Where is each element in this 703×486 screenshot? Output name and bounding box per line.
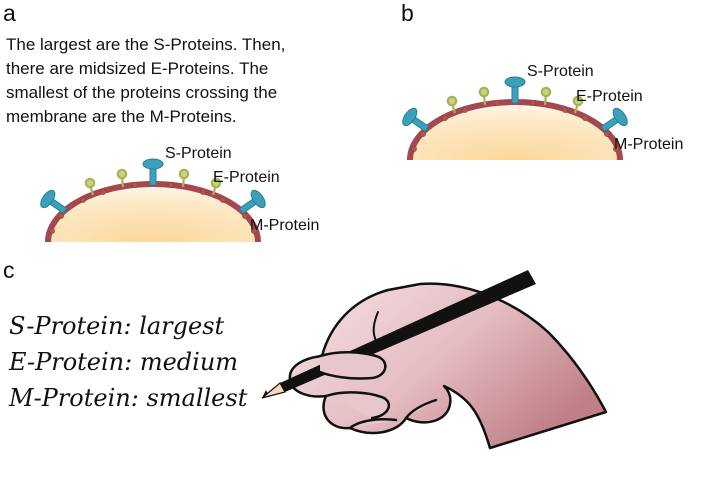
description-line: there are midsized E-Proteins. The <box>6 59 269 78</box>
panel-a-description: The largest are the S-Proteins. Then, th… <box>6 33 351 129</box>
m-protein-label-b: M-Protein <box>614 136 683 153</box>
s-protein-label-a: S-Protein <box>165 145 232 162</box>
s-protein-label-b: S-Protein <box>527 63 594 80</box>
panel-label-a: a <box>3 0 16 26</box>
note-s-protein: S-Protein: largest <box>9 312 225 340</box>
panel-label-c: c <box>3 257 15 283</box>
m-protein-label-a: M-Protein <box>250 217 319 234</box>
hand-with-pencil-illustration <box>261 270 608 450</box>
pencil-tip <box>261 382 286 399</box>
description-line: membrane are the M-Proteins. <box>6 107 237 126</box>
e-protein-label-b: E-Protein <box>576 88 643 105</box>
note-m-protein: M-Protein: smallest <box>9 384 248 412</box>
hand-fingers <box>318 351 438 430</box>
panel-label-b: b <box>401 0 414 26</box>
description-line: The largest are the S-Proteins. Then, <box>6 35 286 54</box>
note-e-protein: E-Protein: medium <box>9 348 239 376</box>
description-line: smallest of the proteins crossing the <box>6 83 278 102</box>
e-protein-label-a: E-Protein <box>213 169 280 186</box>
